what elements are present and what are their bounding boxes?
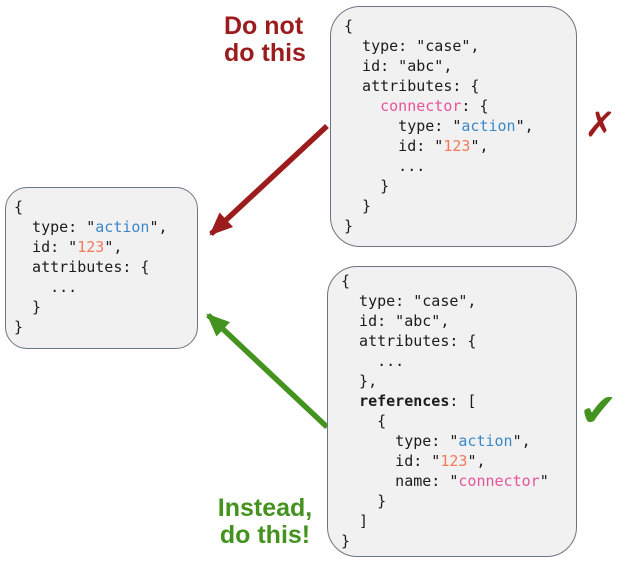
code-line: type: "action",	[341, 432, 531, 450]
code-line: type: "action",	[14, 218, 168, 236]
code-line: id: "123",	[344, 137, 489, 155]
references-pattern-box: { type: "case", id: "abc", attributes: {…	[327, 266, 577, 557]
do-not-label-line1: Do not	[224, 12, 304, 40]
instead-arrow	[206, 312, 329, 430]
code-line: ...	[344, 157, 426, 175]
do-not-label-line2: do this	[224, 39, 306, 67]
code-line: attributes: {	[341, 332, 477, 350]
code-line: ...	[14, 278, 78, 296]
check-icon: ✔	[579, 383, 618, 437]
code-line: }	[14, 298, 42, 316]
code-line: connector: {	[380, 97, 489, 115]
nested-connector-code: { type: "case", id: "abc", attributes: {…	[344, 16, 563, 236]
code-line: }	[341, 532, 351, 550]
code-line: type: "case",	[341, 292, 477, 310]
code-line: {	[341, 412, 387, 430]
code-line: }	[341, 492, 387, 510]
code-line: ...	[341, 352, 405, 370]
code-line: id: "abc",	[344, 57, 453, 75]
code-line: name: "connector"	[341, 472, 549, 490]
code-line: attributes: {	[344, 77, 480, 95]
code-line: type: "case",	[344, 37, 480, 55]
code-line: id: "123",	[14, 238, 123, 256]
code-line: },	[341, 372, 378, 390]
instead-label: Instead, do this!	[199, 495, 331, 549]
code-line: type: "action",	[344, 117, 534, 135]
action-object-box: { type: "action", id: "123", attributes:…	[5, 187, 198, 349]
instead-label-line2: do this!	[219, 521, 311, 549]
references-pattern-code: { type: "case", id: "abc", attributes: {…	[341, 271, 563, 551]
code-line: }	[344, 217, 354, 235]
code-line: references: [	[359, 392, 477, 410]
code-line: id: "123",	[341, 452, 486, 470]
code-line: id: "abc",	[341, 312, 450, 330]
code-line: }	[344, 177, 390, 195]
code-line: {	[341, 272, 351, 290]
code-line: }	[344, 197, 372, 215]
code-line: attributes: {	[14, 258, 150, 276]
code-line: {	[344, 17, 354, 35]
code-line: }	[14, 318, 24, 336]
instead-label-line1: Instead,	[217, 494, 313, 522]
nested-connector-box: { type: "case", id: "abc", attributes: {…	[330, 6, 577, 247]
action-object-code: { type: "action", id: "123", attributes:…	[14, 197, 189, 337]
code-line: ]	[341, 512, 369, 530]
cross-icon: ✗	[583, 103, 617, 148]
do-not-label: Do not do this	[224, 13, 306, 67]
do-not-arrow	[209, 123, 329, 237]
code-line: {	[14, 198, 24, 216]
